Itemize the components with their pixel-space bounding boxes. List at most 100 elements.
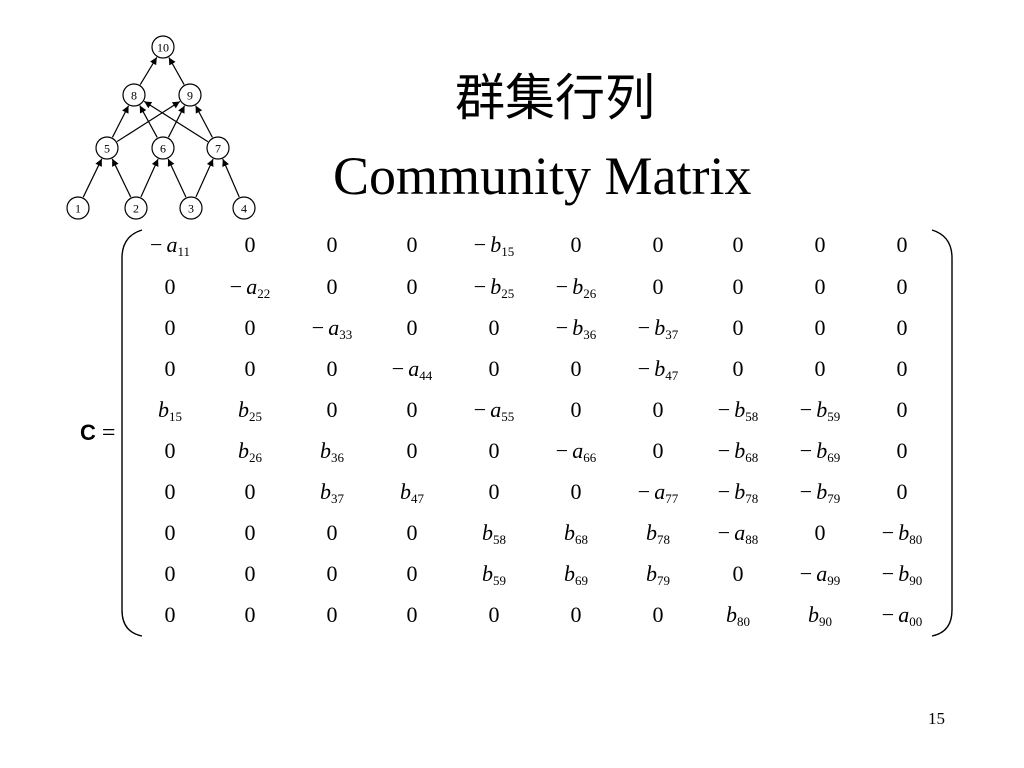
node-label: 8: [131, 89, 137, 103]
minus-sign: −: [637, 356, 651, 381]
variable: b: [726, 602, 737, 627]
edge-7-to-8: [143, 100, 209, 143]
matrix-cell-r6-c3: b36: [292, 434, 372, 468]
matrix-cell-r7-c5: 0: [488, 479, 500, 504]
edge-3-to-7: [195, 158, 214, 198]
matrix-cell-r9-c4: 0: [406, 561, 418, 586]
slide-title-english: Community Matrix: [333, 146, 752, 206]
subscript: 90: [909, 573, 923, 588]
matrix-cell-r9-c8: 0: [732, 561, 744, 586]
minus-sign: −: [881, 520, 895, 545]
matrix-cell-r6-c10: 0: [896, 438, 908, 463]
subscript: 26: [583, 286, 597, 301]
matrix-cell-r1-c7: 0: [652, 232, 664, 257]
node-circle: [66, 196, 90, 220]
matrix-cell-r10-c2: 0: [244, 602, 256, 627]
matrix-cell-r8-c6: b68: [536, 516, 616, 550]
node-label: 1: [75, 202, 81, 216]
subscript: 59: [827, 409, 841, 424]
minus-sign: −: [473, 232, 487, 257]
matrix-cell-r4-c3: 0: [326, 356, 338, 381]
subscript: 58: [493, 532, 506, 547]
variable: b: [564, 520, 575, 545]
node-circle: [151, 35, 175, 59]
matrix-cell-r5-c1: b15: [130, 393, 210, 427]
variable: b: [320, 479, 331, 504]
variable: a: [816, 561, 828, 586]
matrix-symbol: C: [80, 420, 96, 445]
matrix-cell-r1-c1: −a11: [130, 228, 210, 262]
matrix-cell-r8-c3: 0: [326, 520, 338, 545]
subscript: 11: [177, 244, 190, 259]
subscript: 69: [575, 573, 588, 588]
matrix-cell-r10-c8: b80: [698, 598, 778, 632]
matrix-cell-r10-c5: 0: [488, 602, 500, 627]
subscript: 99: [827, 573, 841, 588]
variable: a: [408, 356, 420, 381]
matrix-cell-r5-c8: −b58: [698, 393, 778, 427]
node-label: 4: [241, 202, 247, 216]
matrix-cell-r8-c8: −a88: [698, 516, 778, 550]
matrix-cell-r8-c9: 0: [814, 520, 826, 545]
matrix-cell-r7-c9: −b79: [780, 475, 860, 509]
edge-6-to-8: [139, 105, 158, 138]
subscript: 55: [501, 409, 515, 424]
matrix-cell-r3-c3: −a33: [292, 311, 372, 345]
matrix-cell-r7-c1: 0: [164, 479, 176, 504]
node-4: 4: [232, 196, 256, 220]
minus-sign: −: [391, 356, 405, 381]
matrix-cell-r8-c10: −b80: [862, 516, 942, 550]
node-10: 10: [151, 35, 175, 59]
minus-sign: −: [311, 315, 325, 340]
matrix-cell-r1-c3: 0: [326, 232, 338, 257]
matrix-cell-r6-c6: −a66: [536, 434, 616, 468]
variable: a: [246, 274, 258, 299]
matrix-cell-r2-c10: 0: [896, 274, 908, 299]
node-5: 5: [95, 136, 119, 160]
matrix-cell-r2-c6: −b26: [536, 270, 616, 304]
matrix-cell-r6-c7: 0: [652, 438, 664, 463]
minus-sign: −: [717, 438, 731, 463]
variable: b: [482, 561, 493, 586]
node-1: 1: [66, 196, 90, 220]
matrix-cell-r2-c5: −b25: [454, 270, 534, 304]
matrix-cell-r7-c7: −a77: [618, 475, 698, 509]
node-7: 7: [206, 136, 230, 160]
matrix-cell-r10-c7: 0: [652, 602, 664, 627]
subscript: 68: [745, 450, 759, 465]
minus-sign: −: [150, 232, 163, 257]
subscript: 37: [665, 327, 679, 342]
matrix-cell-r7-c3: b37: [292, 475, 372, 509]
matrix-cell-r7-c8: −b78: [698, 475, 778, 509]
minus-sign: −: [717, 397, 731, 422]
matrix-cell-r5-c5: −a55: [454, 393, 534, 427]
matrix-cell-r8-c7: b78: [618, 516, 698, 550]
matrix-cell-r7-c6: 0: [570, 479, 582, 504]
edge-3-to-6: [167, 158, 187, 198]
variable: a: [328, 315, 340, 340]
minus-sign: −: [555, 438, 569, 463]
matrix-cell-r7-c4: b47: [372, 475, 452, 509]
matrix-cell-r3-c10: 0: [896, 315, 908, 340]
minus-sign: −: [799, 397, 813, 422]
matrix-cell-r4-c8: 0: [732, 356, 744, 381]
edge-2-to-6: [140, 158, 159, 198]
subscript: 33: [339, 327, 353, 342]
subscript: 66: [583, 450, 597, 465]
matrix-cell-r9-c2: 0: [244, 561, 256, 586]
matrix-cell-r1-c8: 0: [732, 232, 744, 257]
variable: b: [734, 438, 746, 463]
matrix-cell-r8-c1: 0: [164, 520, 176, 545]
minus-sign: −: [881, 561, 895, 586]
variable: b: [816, 438, 828, 463]
matrix-cell-r3-c7: −b37: [618, 311, 698, 345]
node-circle: [178, 83, 202, 107]
subscript: 69: [827, 450, 841, 465]
matrix-cell-r3-c6: −b36: [536, 311, 616, 345]
variable: b: [808, 602, 819, 627]
matrix-cell-r1-c10: 0: [896, 232, 908, 257]
variable: b: [654, 356, 666, 381]
variable: b: [564, 561, 575, 586]
variable: b: [572, 315, 584, 340]
matrix-cell-r2-c7: 0: [652, 274, 664, 299]
